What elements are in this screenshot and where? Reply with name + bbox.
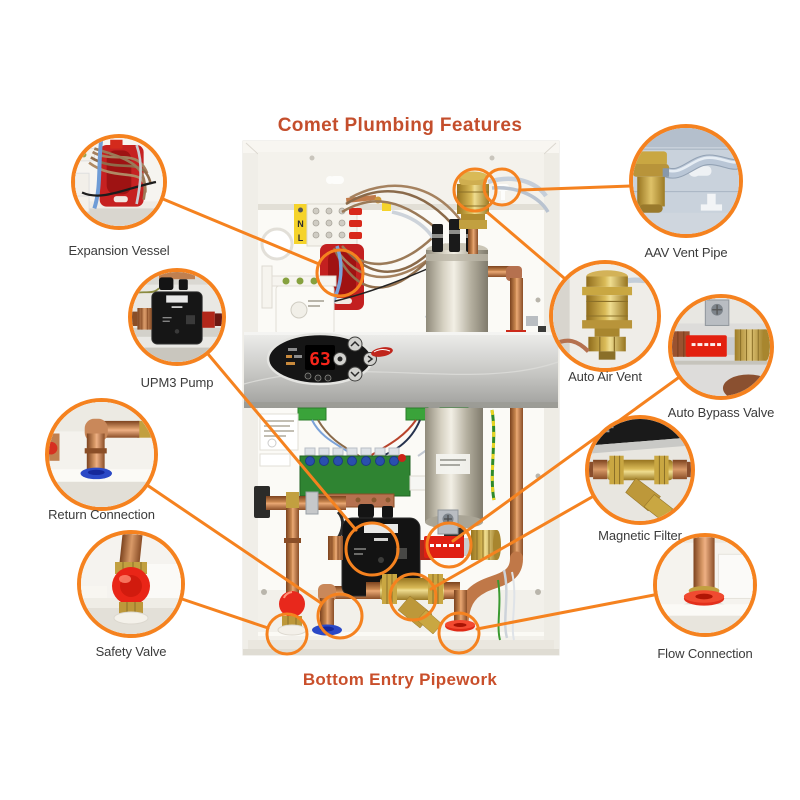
flow-connection-photo	[653, 533, 757, 637]
bottom-caption: Bottom Entry Pipework	[302, 670, 498, 689]
callout-magnetic-filter: Magnetic Filter	[585, 415, 695, 543]
aav-vent-pipe-label: AAV Vent Pipe	[644, 245, 728, 260]
control-panel: 63	[243, 332, 559, 408]
return-connection-label: Return Connection	[48, 507, 155, 522]
callout-flow-connection: Flow Connection	[653, 533, 757, 661]
terminal-label-n: N	[297, 219, 304, 229]
left-breaker	[261, 265, 337, 335]
auto-bypass-valve-label: Auto Bypass Valve	[667, 405, 775, 420]
expansion-vessel-photo	[71, 134, 167, 230]
upm3-pump-photo	[128, 268, 226, 366]
terminal-label-l: L	[298, 233, 304, 243]
callout-upm3-pump: UPM3 Pump	[128, 268, 226, 390]
auto-air-vent-photo	[549, 260, 661, 372]
callout-aav-vent-pipe: AAV Vent Pipe	[629, 124, 743, 260]
auto-bypass-valve-photo	[668, 294, 774, 400]
flow-connection-label: Flow Connection	[657, 646, 753, 661]
boiler-photo: N L	[242, 140, 560, 656]
heating-cylinder-upper	[426, 219, 488, 332]
callout-auto-bypass-valve: Auto Bypass Valve	[668, 294, 774, 420]
safety-valve-label: Safety Valve	[95, 644, 167, 659]
expansion-vessel-label: Expansion Vessel	[68, 243, 170, 258]
callout-expansion-vessel: Expansion Vessel	[68, 134, 170, 258]
temperature-display: 63	[309, 349, 331, 370]
callout-auto-air-vent: Auto Air Vent	[549, 260, 661, 384]
page-title: Comet Plumbing Features	[277, 115, 523, 136]
aav-vent-pipe-photo	[629, 124, 743, 238]
return-connection-photo	[45, 398, 158, 511]
callout-return-connection: Return Connection	[45, 398, 158, 522]
safety-valve-photo	[77, 530, 185, 638]
auto-air-vent-label: Auto Air Vent	[568, 369, 642, 384]
magnetic-filter-photo	[585, 415, 695, 525]
upm3-pump-label: UPM3 Pump	[140, 375, 214, 390]
callout-safety-valve: Safety Valve	[77, 530, 185, 659]
